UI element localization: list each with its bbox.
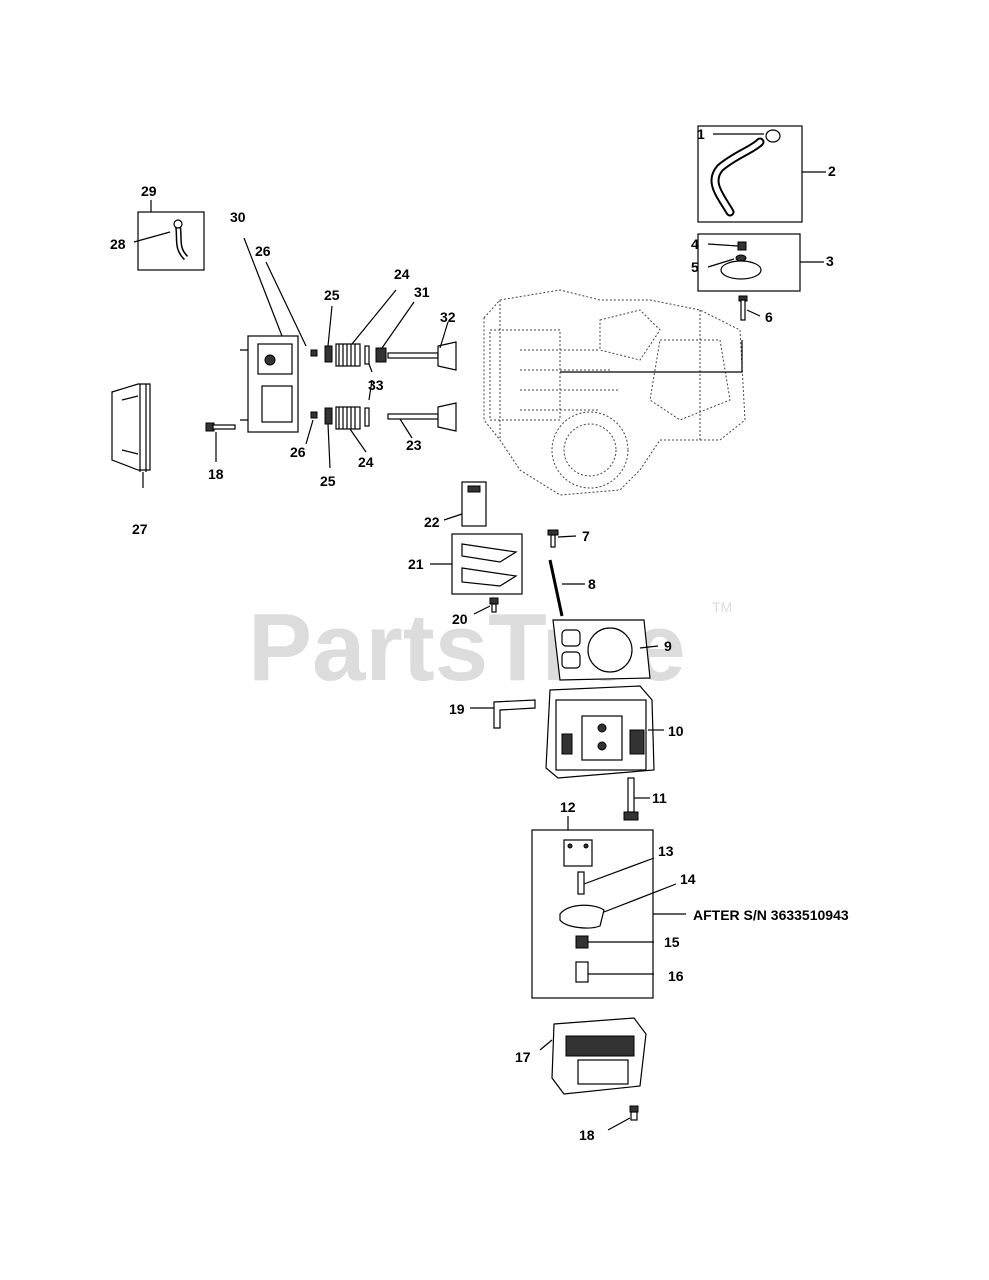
spring-retainer-icon: [324, 407, 333, 425]
valve-icon: [387, 402, 457, 439]
serial-note: AFTER S/N 3633510943: [693, 907, 849, 923]
breather-tube-group: [133, 200, 205, 271]
rocker-bracket-icon: [443, 481, 487, 527]
callout-9: 9: [664, 638, 672, 654]
callout-27: 27: [132, 521, 148, 537]
engine-block-icon: [483, 289, 746, 496]
valve-seal-icon: [364, 407, 370, 427]
callout-28: 28: [110, 236, 126, 252]
valve-cover-icon: [539, 1017, 647, 1095]
watermark-trademark: TM: [712, 599, 732, 615]
cylinder-head-side-icon: [240, 237, 307, 433]
spring-icon: [335, 406, 367, 453]
pushrod-icon: [548, 559, 585, 617]
valve-cover-icon: [111, 383, 151, 488]
callout-25-top: 25: [324, 287, 340, 303]
callout-15: 15: [664, 934, 680, 950]
callout-16: 16: [668, 968, 684, 984]
callout-30: 30: [230, 209, 246, 225]
plate-icon: [563, 839, 593, 867]
valve-cap-icon: [375, 347, 387, 363]
hose-icon: [710, 137, 765, 217]
callout-5: 5: [691, 259, 699, 275]
spring-icon: [335, 289, 397, 367]
callout-31: 31: [414, 284, 430, 300]
callout-25-bottom: 25: [320, 473, 336, 489]
breather-hose-group: [697, 125, 826, 223]
callout-33: 33: [368, 377, 384, 393]
bolt-icon: [205, 422, 236, 462]
callout-8: 8: [588, 576, 596, 592]
callout-26-top: 26: [255, 243, 271, 259]
cylinder-head-icon: [545, 685, 664, 779]
bolt-icon: [473, 597, 499, 615]
bolt-icon: [547, 529, 577, 548]
gasket-icon: [720, 260, 762, 280]
callout-4: 4: [691, 236, 699, 252]
seal-icon: [735, 254, 747, 262]
callout-14: 14: [680, 871, 696, 887]
callout-13: 13: [658, 843, 674, 859]
nut-icon: [737, 241, 747, 251]
spring-retainer-icon: [324, 345, 333, 363]
hose-clamp-icon: [765, 129, 781, 143]
bracket-icon: [470, 699, 536, 729]
callout-7: 7: [582, 528, 590, 544]
breather-cover-group: [697, 233, 824, 292]
callout-32: 32: [440, 309, 456, 325]
bolt-icon: [607, 1105, 639, 1131]
callout-19: 19: [449, 701, 465, 717]
callout-6: 6: [765, 309, 773, 325]
callout-23: 23: [406, 437, 422, 453]
valve-keeper-icon: [310, 411, 318, 419]
callout-24-bottom: 24: [358, 454, 374, 470]
callout-18-left: 18: [208, 466, 224, 482]
bolt-icon: [623, 777, 650, 821]
callout-29: 29: [141, 183, 157, 199]
callout-17: 17: [515, 1049, 531, 1065]
callout-24-top: 24: [394, 266, 410, 282]
rocker-kit-group: [531, 816, 686, 999]
valve-seal-icon: [364, 345, 370, 365]
bolt-icon: [738, 295, 761, 321]
valve-keeper-icon: [310, 349, 318, 357]
gasket-icon: [552, 619, 659, 681]
rocker-arm-group: [430, 533, 523, 595]
callout-22: 22: [424, 514, 440, 530]
callout-1: 1: [697, 126, 705, 142]
callout-12: 12: [560, 799, 576, 815]
callout-11: 11: [652, 790, 667, 806]
callout-20: 20: [452, 611, 468, 627]
callout-18-bottom: 18: [579, 1127, 595, 1143]
valve-icon: [387, 321, 457, 371]
callout-2: 2: [828, 163, 836, 179]
callout-26-bottom: 26: [290, 444, 306, 460]
callout-21: 21: [408, 556, 424, 572]
callout-3: 3: [826, 253, 834, 269]
callout-10: 10: [668, 723, 684, 739]
